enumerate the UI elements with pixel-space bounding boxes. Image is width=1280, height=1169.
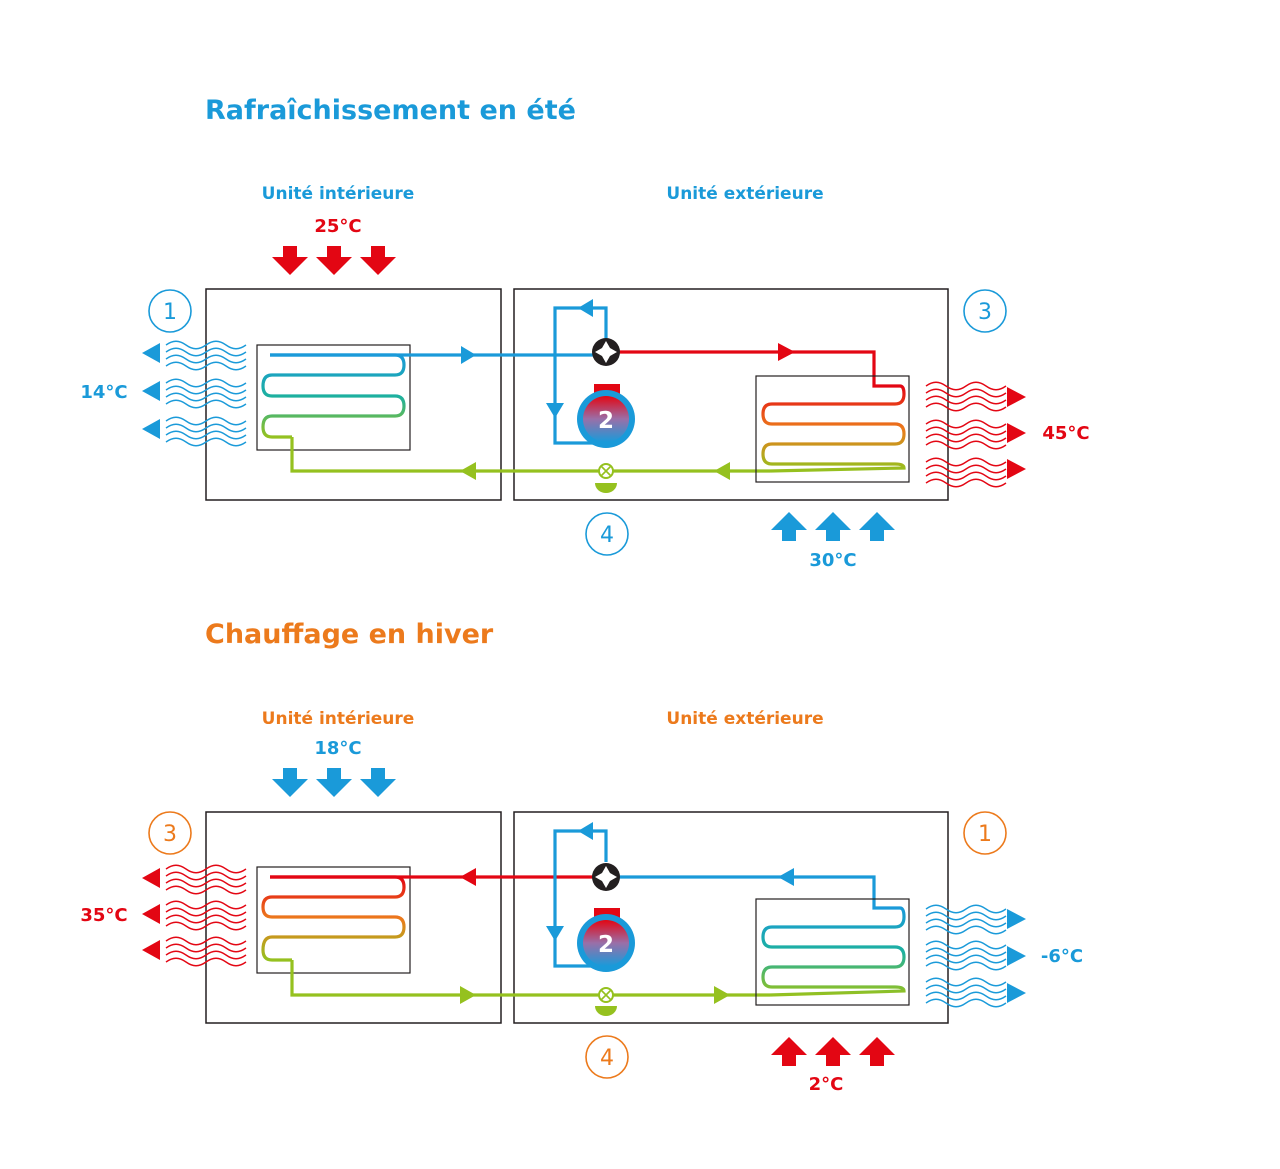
winter-flow-arrow (460, 868, 476, 886)
winter-title: Chauffage en hiver (205, 619, 494, 650)
winter-flow-arrow (578, 822, 593, 840)
summer-liquid-pipe (290, 437, 770, 473)
summer-compressor-outlet (594, 384, 620, 394)
summer-indoor-coil (261, 353, 406, 439)
summer-title: Rafraîchissement en été (205, 95, 576, 126)
winter-compressor-outlet (594, 908, 620, 918)
winter-indoor-coil-frame (256, 866, 411, 974)
summer-four-way-valve-icon (592, 338, 620, 366)
summer-outdoor-coil (761, 384, 906, 473)
summer-flow-arrow (546, 403, 564, 418)
summer-number-circle (585, 512, 629, 556)
summer-compressor-number: 2 (598, 408, 614, 434)
winter-indoor-air-in-temp: 18°C (314, 738, 361, 759)
summer-outdoor-label: Unité extérieure (666, 184, 823, 204)
summer-expansion-valve-icon (595, 463, 617, 493)
winter-outdoor-air-in-arrows (771, 1037, 895, 1066)
summer-outdoor-coil-number: 3 (978, 300, 992, 325)
winter-outdoor-air-waves (925, 904, 1007, 1008)
winter-indoor-unit (205, 811, 502, 1024)
summer-discharge-pipe (619, 350, 900, 388)
winter-flow-arrow (778, 868, 794, 886)
summer-flow-arrow (714, 462, 730, 480)
summer-number-circle (148, 289, 192, 333)
winter-flow-arrow (714, 986, 730, 1004)
summer-outdoor-air-in-temp: 30°C (809, 550, 856, 571)
winter-flow-arrow (460, 986, 476, 1004)
winter-number-circle (585, 1035, 629, 1079)
winter-four-way-valve-icon (592, 863, 620, 891)
summer-valve-number: 4 (600, 523, 614, 548)
winter-compressor-loop (553, 829, 608, 968)
summer-flow-arrow (778, 343, 795, 361)
summer-flow-arrow (461, 346, 476, 364)
summer-indoor-coil-frame (256, 344, 411, 451)
winter-number-circle (148, 811, 192, 855)
summer-flow-arrow (460, 462, 476, 480)
winter-number-circle (963, 811, 1007, 855)
summer-indoor-unit (205, 288, 502, 501)
summer-compressor-loop (553, 306, 608, 445)
summer-indoor-air-in-arrows (272, 246, 396, 275)
summer-indoor-air-out-arrows (142, 343, 160, 439)
summer-indoor-air-in-temp: 25°C (314, 216, 361, 237)
winter-indoor-coil-number: 3 (163, 822, 177, 847)
winter-section: Chauffage en hiver Unité intérieure Unit… (80, 619, 1083, 1095)
summer-indoor-air-out-temp: 14°C (80, 382, 127, 403)
winter-indoor-coil (261, 875, 406, 962)
winter-indoor-air-out-temp: 35°C (80, 905, 127, 926)
winter-indoor-air-out-arrows (142, 868, 160, 960)
winter-suction-pipe (619, 875, 900, 910)
winter-expansion-valve-icon (595, 987, 617, 1016)
winter-valve-number: 4 (600, 1046, 614, 1071)
summer-indoor-label: Unité intérieure (262, 184, 415, 204)
winter-indoor-label: Unité intérieure (262, 709, 415, 729)
summer-outdoor-air-waves (925, 381, 1007, 488)
winter-outdoor-coil-frame (755, 898, 910, 1006)
summer-number-circle (963, 289, 1007, 333)
summer-section: Rafraîchissement en été Unité intérieure… (80, 95, 1089, 571)
winter-outdoor-coil-number: 1 (978, 822, 992, 847)
summer-outdoor-air-in-arrows (771, 512, 895, 541)
winter-flow-arrow (546, 926, 564, 941)
summer-outdoor-coil-frame (755, 375, 910, 483)
winter-outdoor-label: Unité extérieure (666, 709, 823, 729)
winter-outdoor-air-out-temp: -6°C (1041, 946, 1083, 967)
winter-indoor-air-in-arrows (272, 768, 396, 797)
winter-outdoor-air-in-temp: 2°C (809, 1074, 844, 1095)
winter-compressor-number: 2 (598, 932, 614, 958)
summer-outdoor-air-out-temp: 45°C (1042, 423, 1089, 444)
summer-flow-arrow (578, 299, 593, 317)
summer-indoor-coil-number: 1 (163, 300, 177, 325)
winter-outdoor-coil (761, 906, 906, 997)
summer-outdoor-air-out-arrows (1007, 387, 1026, 479)
winter-liquid-pipe (290, 960, 770, 997)
winter-outdoor-air-out-arrows (1007, 909, 1026, 1003)
